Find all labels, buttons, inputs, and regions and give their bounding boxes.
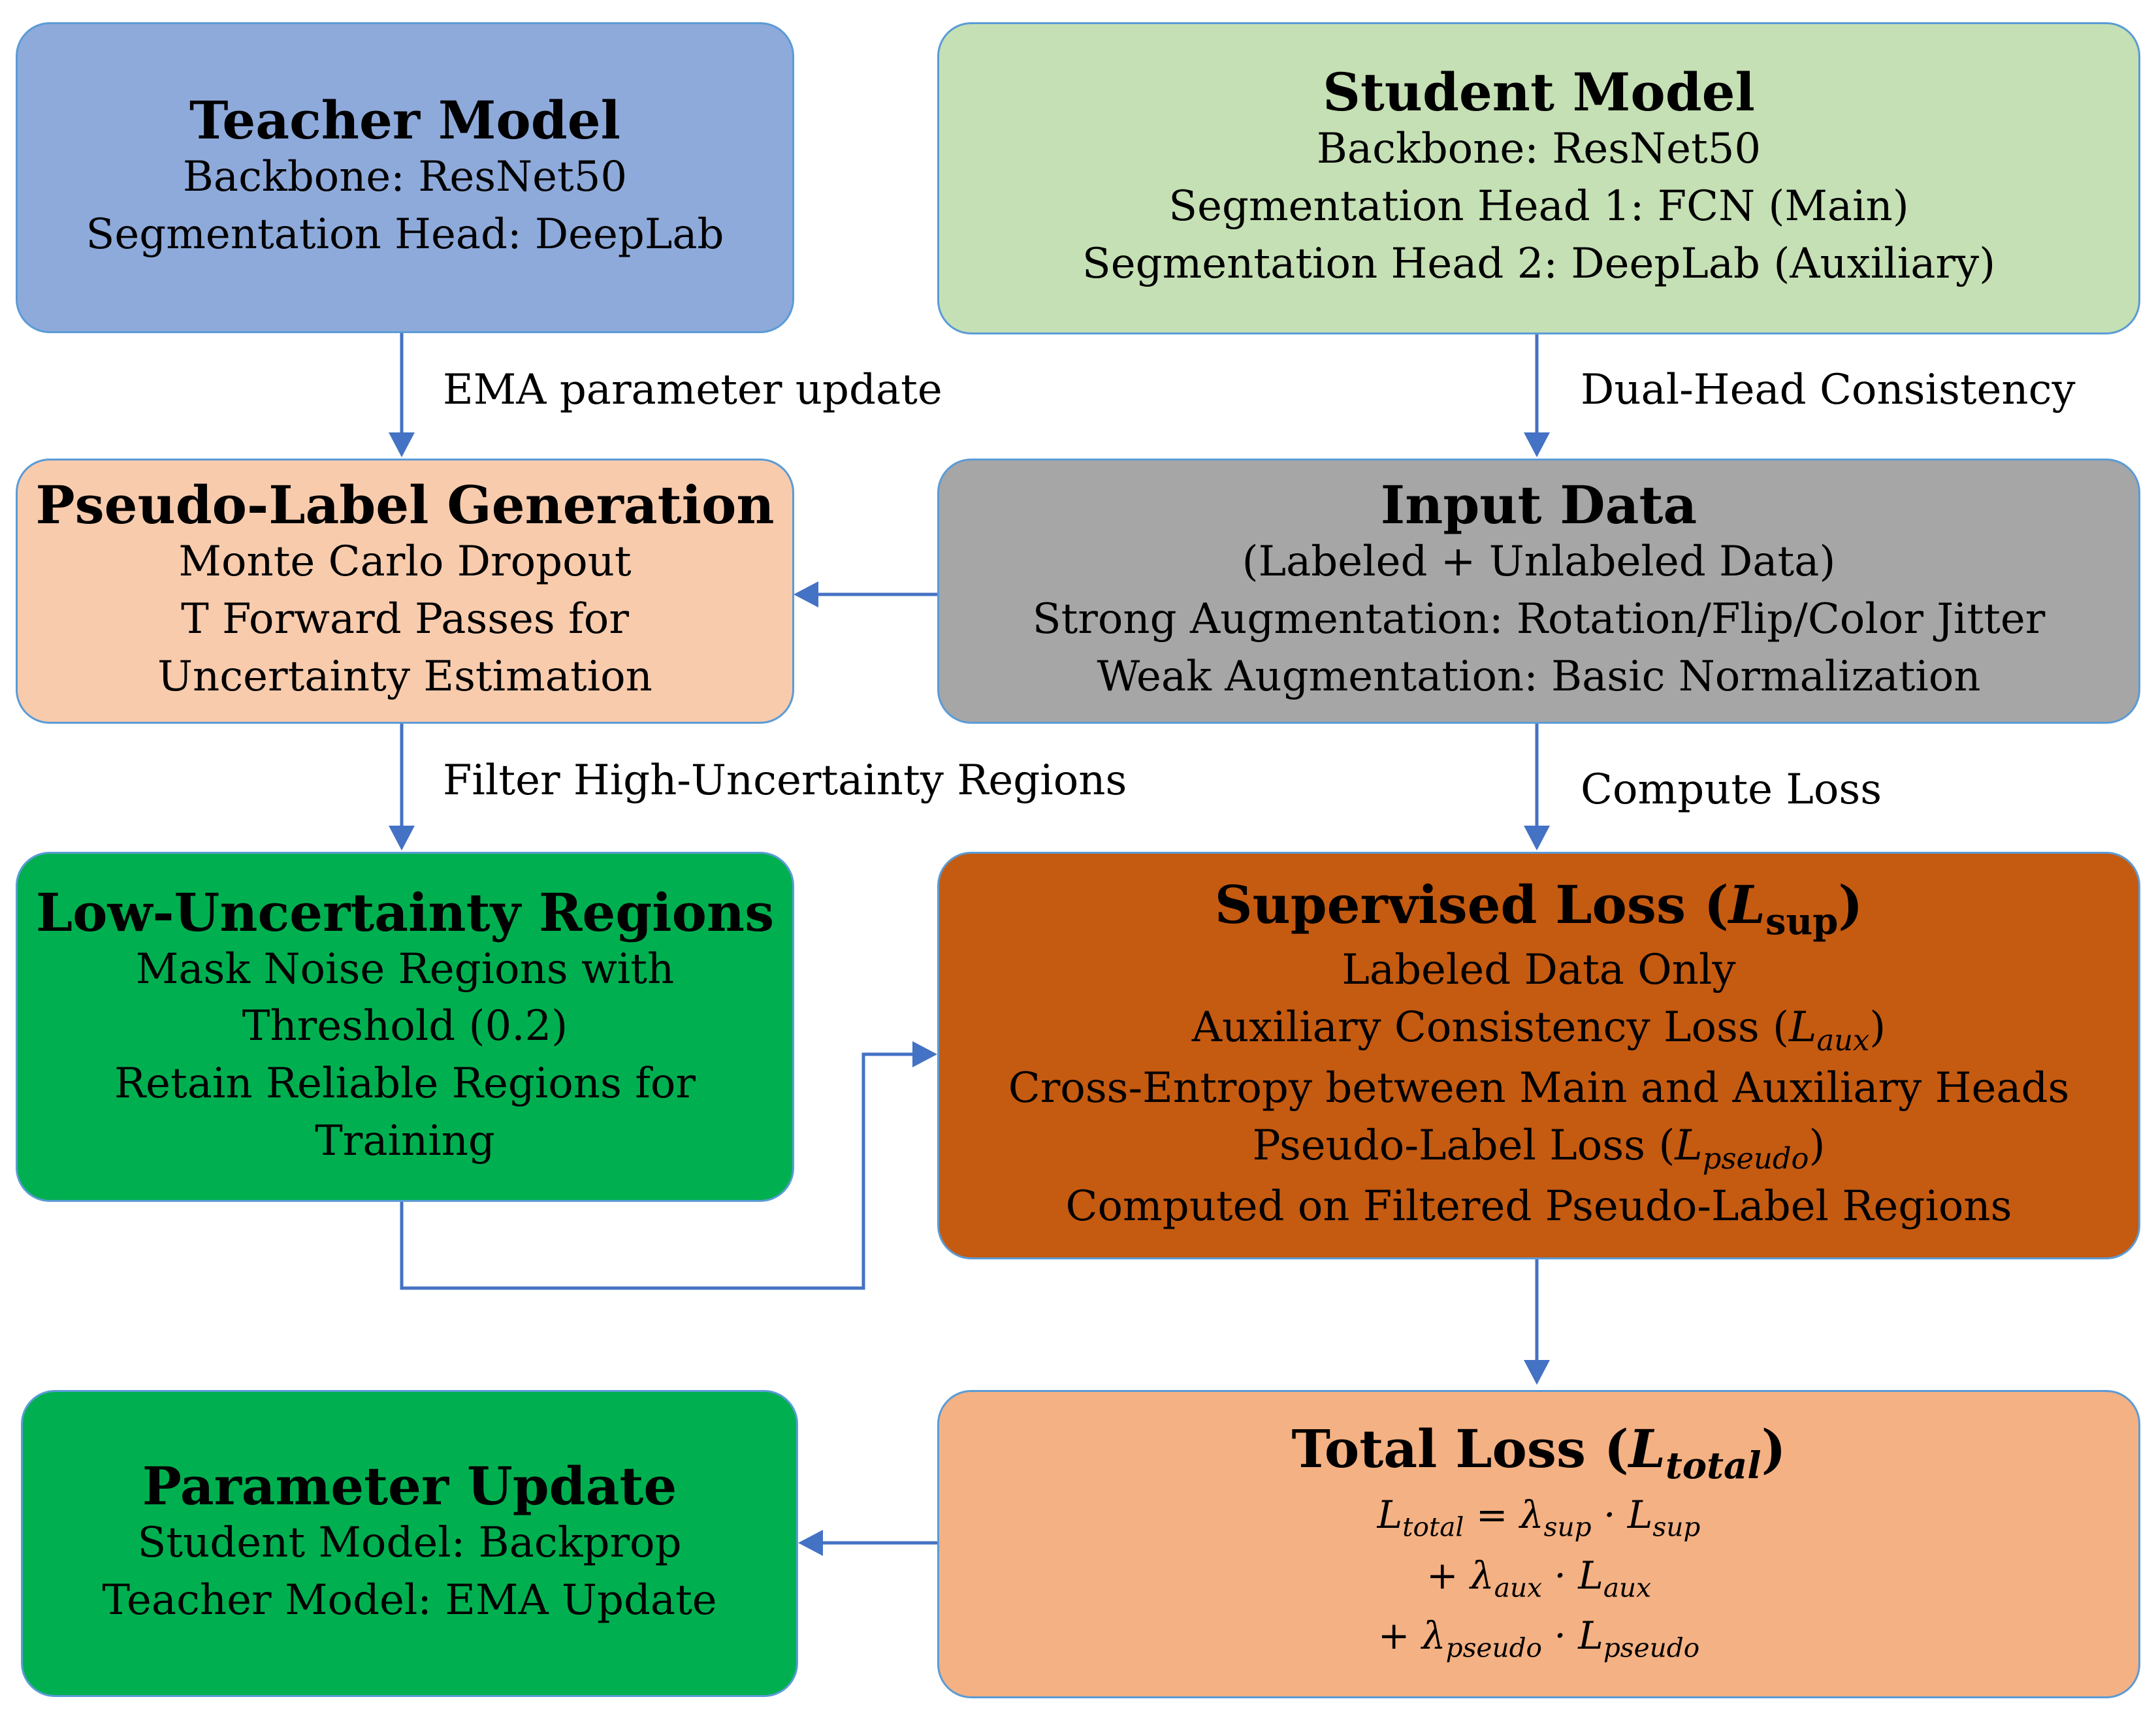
pseudo-label-title: Pseudo-Label Generation: [35, 474, 775, 536]
supervised-loss-title: Supervised Loss (Lsup): [1214, 873, 1863, 943]
parameter-update-box: Parameter Update Student Model: Backprop…: [21, 1390, 798, 1697]
input-data-line-3: Weak Augmentation: Basic Normalization: [1097, 652, 1981, 701]
total-loss-equation-line-1: Ltotal = λsup · Lsup: [1377, 1493, 1701, 1543]
edge-label-ema: EMA parameter update: [443, 366, 942, 414]
supervised-loss-line-4: Pseudo-Label Loss (Lpseudo): [1252, 1121, 1826, 1176]
low-uncertainty-line-1: Mask Noise Regions with: [135, 945, 675, 994]
supervised-loss-line-2: Auxiliary Consistency Loss (Laux): [1191, 1003, 1886, 1058]
edge-label-filter: Filter High-Uncertainty Regions: [443, 756, 1127, 805]
arrow-lowunc-to-suploss: [400, 1052, 931, 1290]
low-uncertainty-line-2: Threshold (0.2): [242, 1002, 568, 1051]
input-data-box: Input Data (Labeled + Unlabeled Data) St…: [937, 459, 2140, 724]
pseudo-label-line-1: Monte Carlo Dropout: [178, 538, 632, 587]
supervised-loss-box: Supervised Loss (Lsup) Labeled Data Only…: [937, 852, 2140, 1259]
pseudo-label-line-3: Uncertainty Estimation: [157, 652, 652, 701]
total-loss-title: Total Loss (Ltotal): [1291, 1418, 1786, 1488]
arrowhead-teacher-to-pseudo: [389, 432, 415, 457]
input-data-line-2: Strong Augmentation: Rotation/Flip/Color…: [1032, 595, 2046, 644]
student-model-line-1: Backbone: ResNet50: [1316, 125, 1762, 174]
parameter-update-line-2: Teacher Model: EMA Update: [102, 1576, 717, 1625]
pseudo-label-generation-box: Pseudo-Label Generation Monte Carlo Drop…: [16, 459, 794, 724]
parameter-update-title: Parameter Update: [142, 1455, 677, 1517]
teacher-model-title: Teacher Model: [189, 89, 620, 152]
student-model-title: Student Model: [1323, 61, 1755, 123]
arrowhead-lowunc-to-suploss: [912, 1041, 937, 1067]
edge-label-compute-loss: Compute Loss: [1581, 766, 1882, 814]
parameter-update-line-1: Student Model: Backprop: [137, 1519, 682, 1568]
low-uncertainty-title: Low-Uncertainty Regions: [35, 881, 775, 943]
total-loss-equation-line-2: + λaux · Laux: [1426, 1553, 1652, 1604]
supervised-loss-line-5: Computed on Filtered Pseudo-Label Region…: [1065, 1182, 2012, 1231]
low-uncertainty-line-3: Retain Reliable Regions for: [114, 1059, 696, 1108]
arrowhead-suploss-to-total: [1524, 1360, 1550, 1385]
total-loss-equation-line-3: + λpseudo · Lpseudo: [1377, 1613, 1700, 1664]
arrowhead-input-to-suploss: [1524, 826, 1550, 850]
arrowhead-input-to-pseudo: [794, 581, 818, 607]
student-model-line-3: Segmentation Head 2: DeepLab (Auxiliary): [1082, 239, 1996, 288]
student-model-line-2: Segmentation Head 1: FCN (Main): [1168, 182, 1909, 231]
arrowhead-total-to-param: [798, 1530, 823, 1556]
low-uncertainty-line-4: Training: [315, 1116, 495, 1165]
arrowhead-student-to-input: [1524, 432, 1550, 457]
total-loss-box: Total Loss (Ltotal) Ltotal = λsup · Lsup…: [937, 1390, 2140, 1698]
student-model-box: Student Model Backbone: ResNet50 Segment…: [937, 22, 2140, 334]
teacher-model-box: Teacher Model Backbone: ResNet50 Segment…: [16, 22, 794, 333]
supervised-loss-line-1: Labeled Data Only: [1342, 946, 1736, 995]
edge-label-dual-head: Dual-Head Consistency: [1581, 366, 2076, 414]
teacher-model-line-1: Backbone: ResNet50: [182, 153, 628, 202]
supervised-loss-line-3: Cross-Entropy between Main and Auxiliary…: [1008, 1063, 2070, 1112]
input-data-title: Input Data: [1380, 474, 1697, 536]
input-data-line-1: (Labeled + Unlabeled Data): [1242, 538, 1836, 587]
pseudo-label-line-2: T Forward Passes for: [181, 595, 629, 644]
teacher-model-line-2: Segmentation Head: DeepLab: [86, 210, 724, 259]
arrowhead-pseudo-to-lowunc: [389, 826, 415, 850]
low-uncertainty-regions-box: Low-Uncertainty Regions Mask Noise Regio…: [16, 852, 794, 1202]
